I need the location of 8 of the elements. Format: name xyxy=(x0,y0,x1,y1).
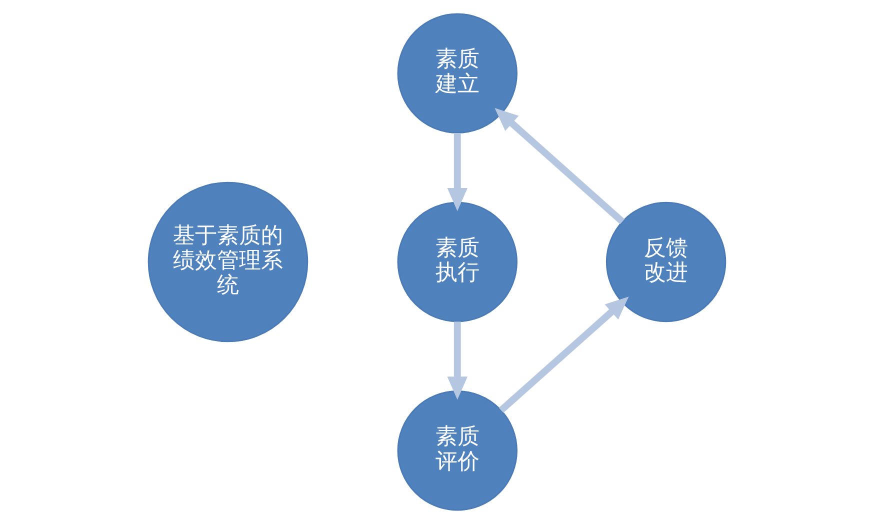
arrow xyxy=(447,133,468,212)
node-circle: 基于素质的绩效管理系统 xyxy=(148,182,308,342)
node-circle: 素质建立 xyxy=(397,13,518,134)
arrow xyxy=(494,108,625,224)
arrow xyxy=(447,322,468,400)
node-circle: 素质执行 xyxy=(397,202,518,322)
node-circle: 素质评价 xyxy=(397,390,518,511)
arrow xyxy=(498,296,629,413)
